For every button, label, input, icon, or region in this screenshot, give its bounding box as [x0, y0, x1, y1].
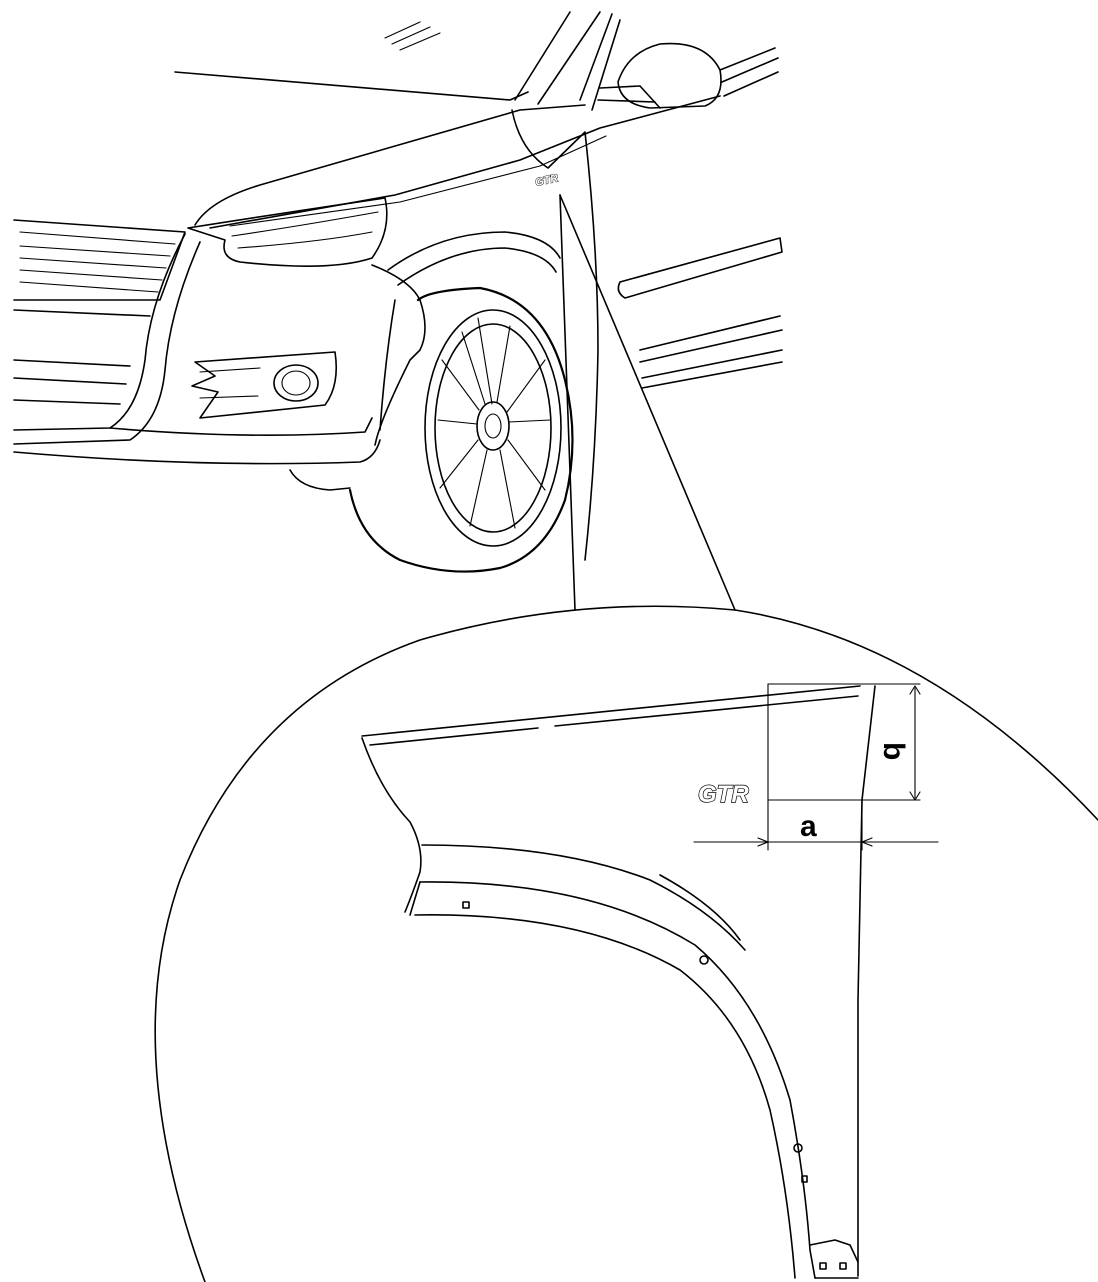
callout-line-right	[559, 194, 736, 611]
magnifier-circle-arc	[154, 605, 1098, 1282]
door-side-trim	[617, 237, 783, 389]
headlight	[187, 197, 388, 267]
fender-front-edge	[361, 737, 422, 913]
fender-rear-edge	[857, 685, 876, 1277]
hood-rear-line	[174, 71, 529, 101]
car-front-view: GTR	[13, 11, 783, 573]
front-wheel	[348, 286, 574, 573]
windshield-reflection	[384, 21, 441, 51]
wheel-arch-flange-outer	[421, 844, 746, 951]
side-mirror	[597, 42, 722, 109]
grille	[13, 219, 186, 317]
front-bumper	[13, 233, 381, 491]
mounting-holes	[462, 901, 847, 1270]
fender-detail: GTR a b	[361, 683, 939, 1279]
fender-badge: GTR	[698, 781, 749, 808]
shoulder-crease	[209, 95, 721, 229]
wheel-arch	[371, 231, 561, 446]
a-pillar	[514, 11, 621, 111]
hood-side-line	[194, 104, 586, 226]
car-badge-small: GTR	[534, 172, 559, 189]
fog-lamp	[191, 351, 338, 419]
dimension-a-label: a	[800, 810, 817, 843]
callout-line-left	[559, 194, 576, 611]
wheel-arch-flange-inner	[414, 914, 796, 1279]
door-upper-lines	[719, 47, 779, 97]
dimension-lines	[693, 683, 939, 851]
zoom-callout	[154, 194, 1098, 1282]
fender-lower-tab	[809, 1239, 859, 1263]
dimension-b-label: b	[877, 742, 910, 760]
fender-top-crease	[361, 685, 861, 737]
